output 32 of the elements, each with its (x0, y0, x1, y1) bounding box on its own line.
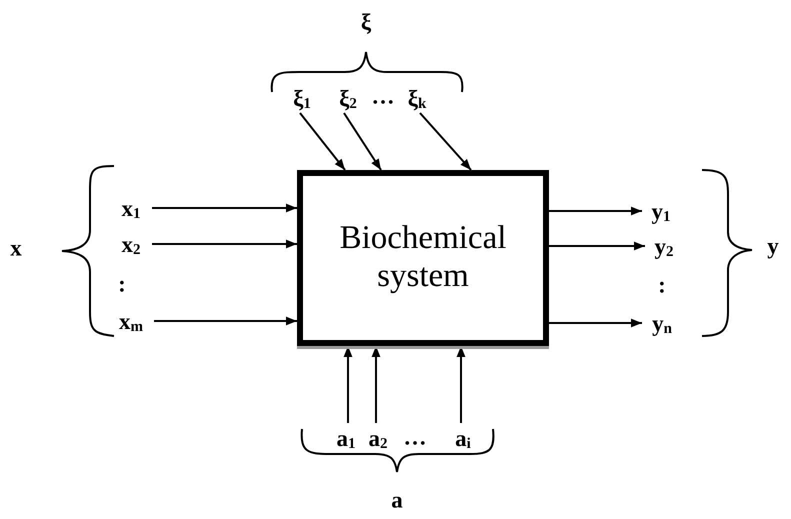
variable-label: y$_{n}$ (642, 308, 682, 338)
group-label: y (767, 234, 779, 258)
arrow (299, 112, 346, 171)
variable-label: x$_{m}$ (108, 306, 154, 336)
system-box (297, 170, 549, 346)
group-label: a (391, 488, 403, 512)
arrow (549, 206, 642, 216)
arrow (372, 346, 380, 423)
arrow (549, 318, 642, 328)
ellipsis: … (372, 84, 394, 108)
arrow (154, 316, 297, 326)
group-label: x (10, 236, 22, 260)
arrow (152, 204, 297, 212)
system-title: Biochemical system (338, 220, 508, 296)
group-label: ξ (360, 10, 372, 34)
arrow (549, 242, 645, 250)
arrow (344, 346, 352, 423)
variable-label: y$_{2}$ (645, 231, 683, 261)
arrow (456, 346, 466, 423)
arrow (343, 112, 382, 171)
vertical-ellipsis: : (118, 272, 126, 296)
vertical-ellipsis: : (658, 274, 666, 296)
variable-label: ξ$_{1}$ (284, 83, 320, 113)
variable-label: x$_{1}$ (110, 193, 152, 223)
arrow (419, 112, 472, 171)
ellipsis: … (404, 426, 426, 448)
variable-label: a$_{i}$ (446, 423, 480, 453)
arrow (152, 240, 297, 248)
variable-label: x$_{2}$ (110, 229, 152, 259)
variable-label: y$_{1}$ (642, 196, 680, 226)
variable-label: ξ$_{2}$ (329, 83, 367, 113)
variable-label: ξ$_{k}$ (397, 83, 437, 113)
